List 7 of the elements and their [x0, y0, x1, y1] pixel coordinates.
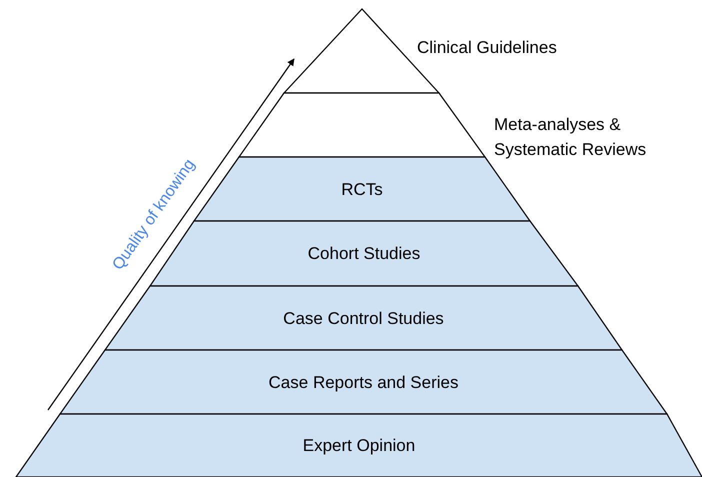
tier-label: Clinical Guidelines [417, 37, 558, 59]
tier-label: Expert Opinion [302, 435, 416, 457]
tier-label: Meta-analyses & Systematic Reviews [494, 114, 648, 161]
tier-label: Cohort Studies [306, 243, 422, 265]
tier-label: RCTs [340, 178, 384, 200]
tier-label: Case Reports and Series [268, 372, 460, 394]
tier-label: Case Control Studies [282, 308, 445, 330]
